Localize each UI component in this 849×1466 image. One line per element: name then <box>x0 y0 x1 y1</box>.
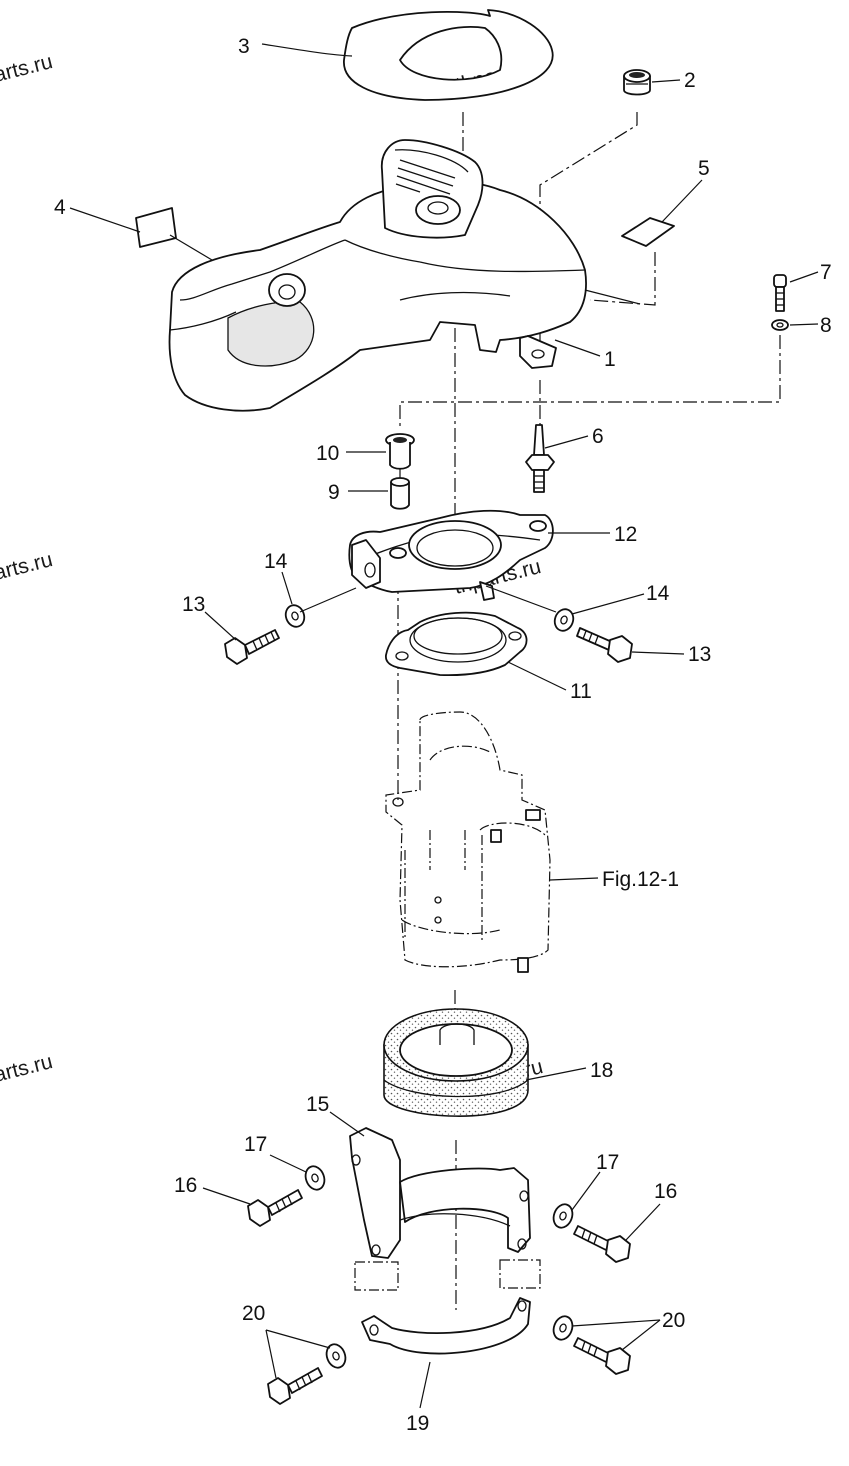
callout-20-right: 20 <box>662 1309 685 1332</box>
leader-lines <box>69 43 819 1409</box>
watermark-left-middle: arts.ru <box>0 548 55 585</box>
part-20-bolt-right <box>573 1337 631 1375</box>
callout-18: 18 <box>590 1059 613 1082</box>
starter-motor-reference <box>385 711 551 973</box>
callout-13-right: 13 <box>688 643 711 666</box>
callout-19: 19 <box>406 1412 429 1435</box>
part-16-bolt-left <box>247 1189 303 1227</box>
part-3-cover-seal <box>343 9 554 101</box>
part-8-washer <box>771 319 789 331</box>
callout-3: 3 <box>238 35 250 58</box>
callout-11: 11 <box>570 680 592 703</box>
callout-2: 2 <box>684 69 696 92</box>
part-19-lower-band <box>361 1297 531 1355</box>
part-16-bolt-right <box>573 1225 631 1263</box>
part-20-bolt-left <box>267 1367 323 1405</box>
part-2-grommet <box>623 69 651 96</box>
part-14-washer-right <box>553 608 575 632</box>
part-12-bracket <box>348 509 554 601</box>
assembly-lines <box>397 112 781 1310</box>
intake-grille-slots <box>395 159 456 195</box>
part-17-washer-left <box>304 1165 326 1191</box>
callout-14-left: 14 <box>264 550 288 573</box>
part-13-bolt-right <box>576 627 633 663</box>
part-13-bolt-left <box>224 629 280 665</box>
callout-6: 6 <box>592 425 604 448</box>
part-1-top-cover <box>168 139 587 412</box>
part-6-stud <box>525 424 555 493</box>
part-9-sleeve <box>390 477 410 510</box>
callout-15: 15 <box>306 1093 329 1116</box>
callout-12: 12 <box>614 523 637 546</box>
callout-16-right: 16 <box>654 1180 677 1203</box>
part-18-foam-ring <box>383 1008 529 1117</box>
part-7-bolt <box>773 274 787 312</box>
callout-8: 8 <box>820 314 832 337</box>
part-4-label <box>135 207 177 248</box>
part-11-gasket <box>385 611 528 677</box>
callout-1: 1 <box>604 348 616 371</box>
callout-17-right: 17 <box>596 1151 619 1174</box>
part-10-collar <box>385 433 415 470</box>
callout-9: 9 <box>328 481 340 504</box>
callout-20-left: 20 <box>242 1302 265 1325</box>
callout-7: 7 <box>820 261 832 284</box>
part-20-washer-left <box>325 1343 347 1369</box>
callout-10: 10 <box>316 442 339 465</box>
part-17-washer-right <box>552 1203 574 1229</box>
callout-5: 5 <box>698 157 710 180</box>
callout-4: 4 <box>54 196 66 219</box>
part-5-label <box>621 217 675 247</box>
part-14-washer-left <box>284 604 306 628</box>
callout-16-left: 16 <box>174 1174 197 1197</box>
watermark-left-bottom: arts.ru <box>0 1050 55 1087</box>
watermark-left-top: arts.ru <box>0 50 55 87</box>
fig-reference-label: Fig.12-1 <box>602 868 679 891</box>
callout-14-right: 14 <box>646 582 670 605</box>
callout-13-left: 13 <box>182 593 205 616</box>
callout-numbers: 3 2 4 5 7 8 1 6 10 9 12 14 13 14 13 11 F… <box>54 35 832 1435</box>
part-15-band-bracket <box>349 1127 541 1291</box>
part-20-washer-right <box>552 1315 574 1341</box>
callout-17-left: 17 <box>244 1133 267 1156</box>
